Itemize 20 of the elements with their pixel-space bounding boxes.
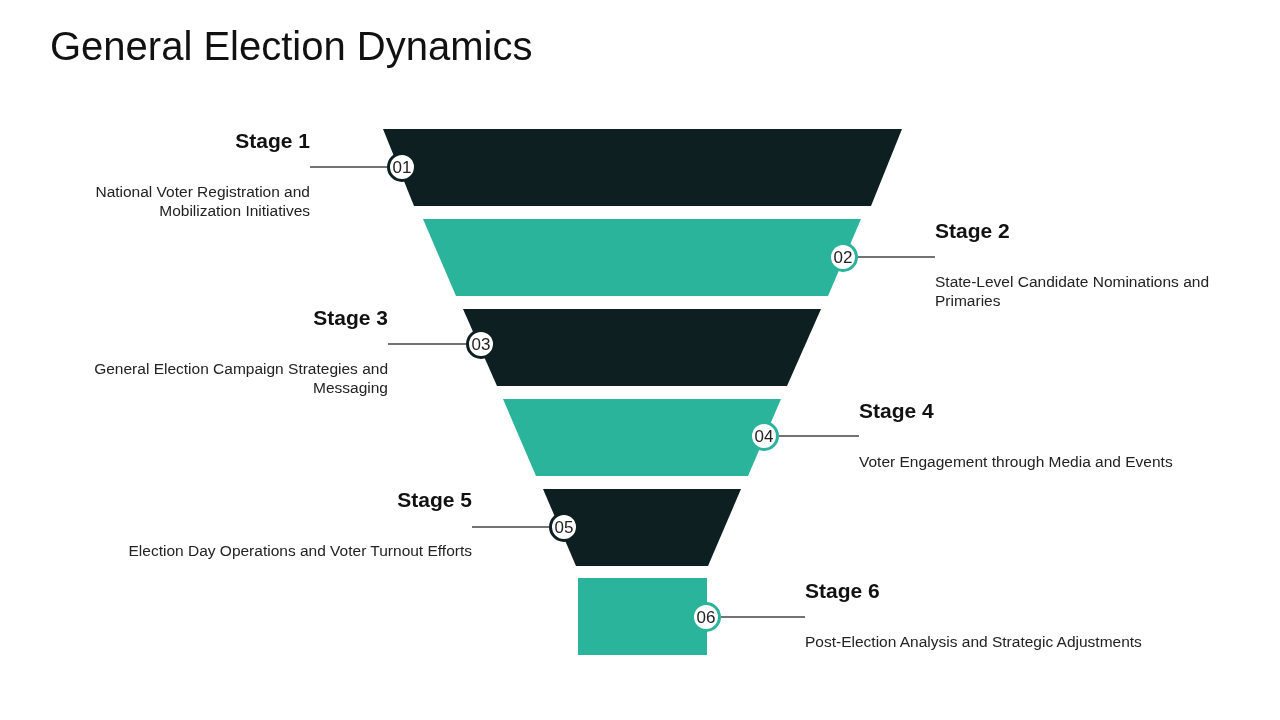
stage-heading: Stage 4	[859, 399, 934, 423]
leader-line	[778, 435, 860, 437]
stage-description: National Voter Registration and Mobilization Initiatives	[94, 182, 310, 220]
leader-line	[720, 616, 806, 618]
stage-description: Election Day Operations and Voter Turnout Efforts	[127, 541, 472, 560]
stage-heading: Stage 6	[805, 579, 880, 603]
leader-line	[387, 343, 467, 345]
leader-line	[857, 256, 936, 258]
stage-heading: Stage 3	[313, 306, 388, 330]
stage-description: Voter Engagement through Media and Events	[859, 452, 1174, 471]
stage-heading: Stage 2	[935, 219, 1010, 243]
leader-line	[471, 526, 550, 528]
page-title: General Election Dynamics	[50, 23, 533, 70]
stage-heading: Stage 5	[397, 488, 472, 512]
stage-description: State-Level Candidate Nominations and Primaries	[935, 272, 1210, 310]
stage-description: Post-Election Analysis and Strategic Adjustments	[805, 632, 1143, 651]
step-number: 06	[691, 602, 721, 632]
stage-description: General Election Campaign Strategies and Messaging	[93, 359, 388, 397]
stage-heading: Stage 1	[235, 129, 310, 153]
leader-line	[309, 166, 388, 168]
